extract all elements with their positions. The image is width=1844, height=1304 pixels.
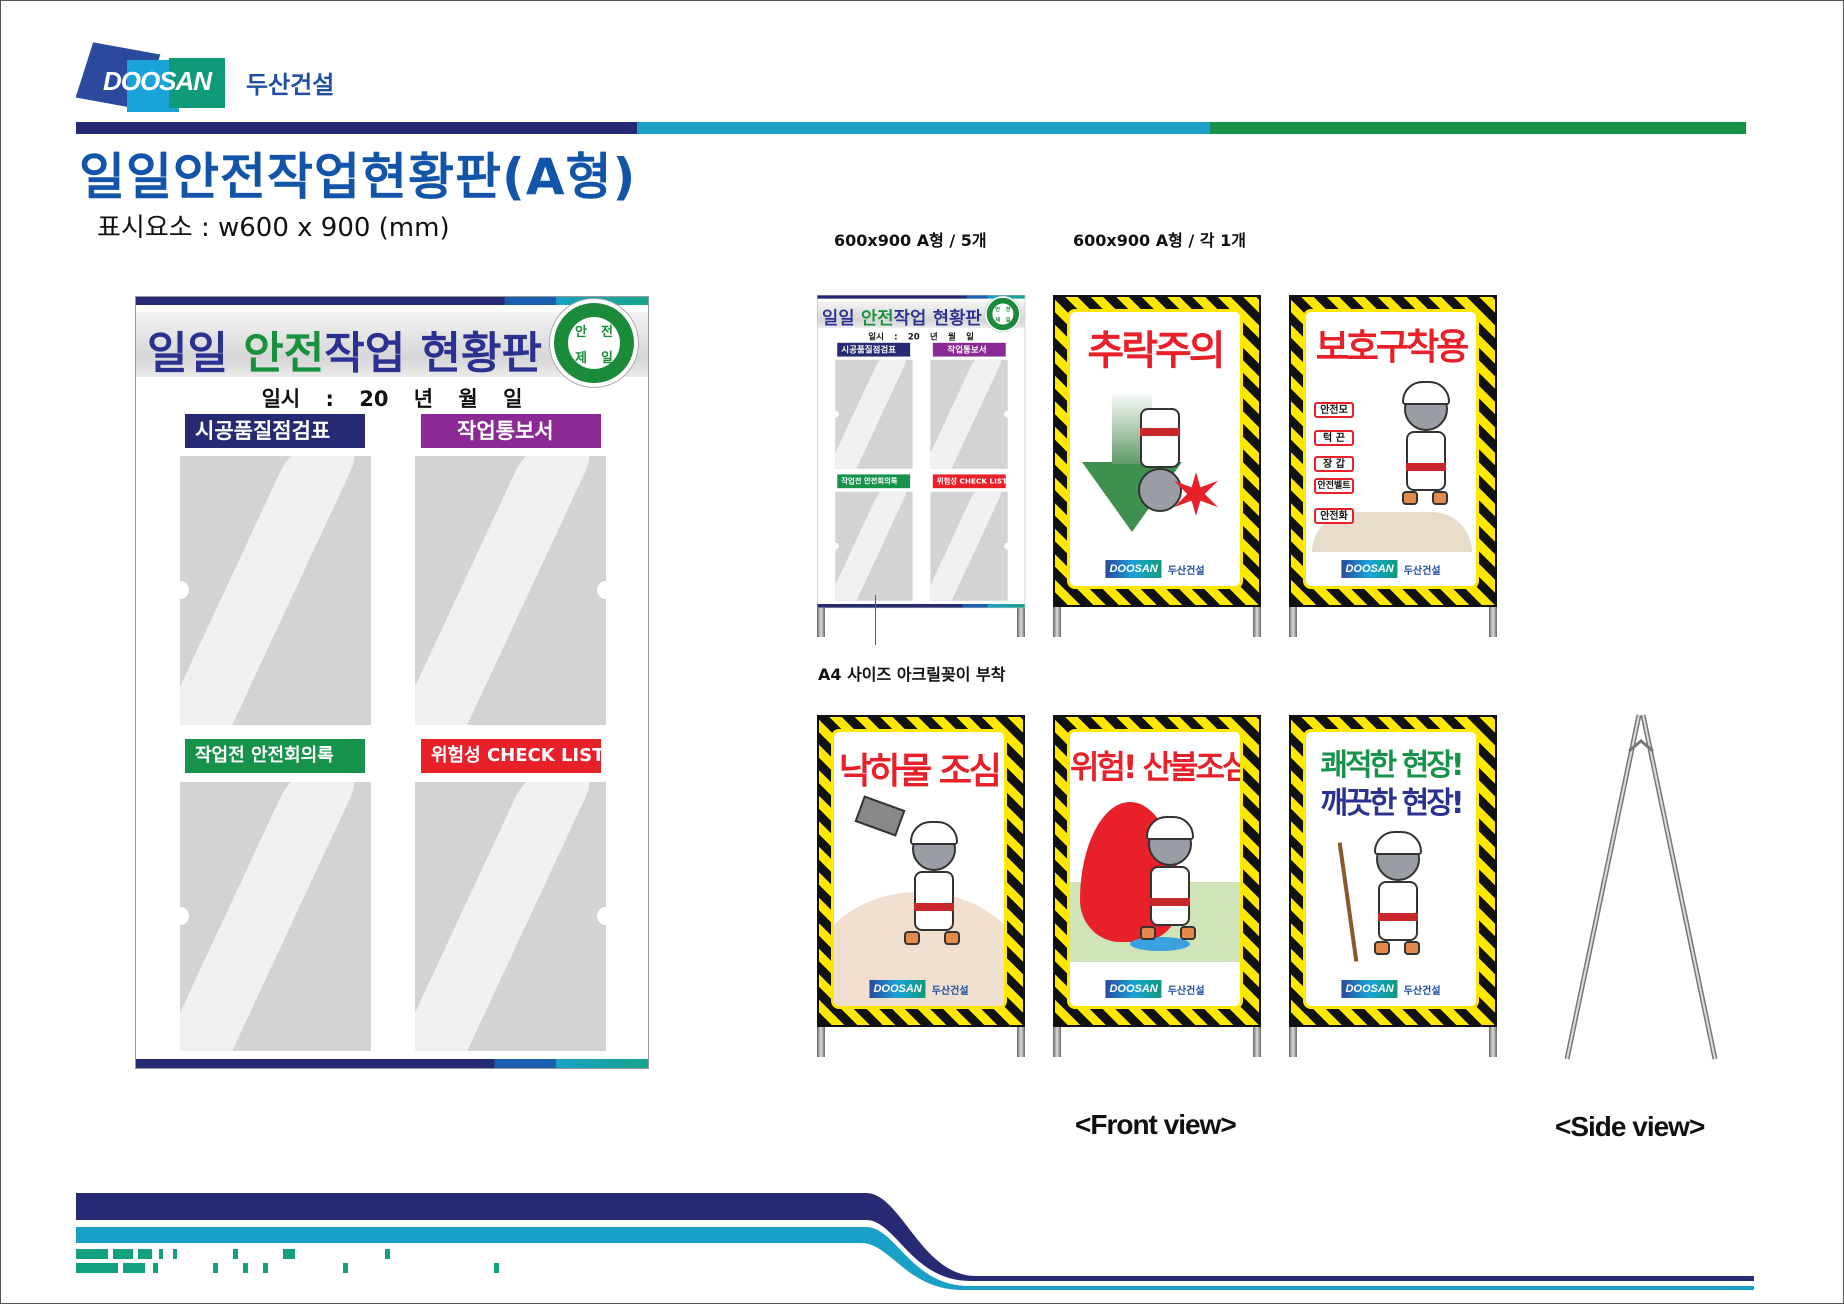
sign-title: 보호구착용 (1315, 327, 1470, 368)
sign-title: 쾌적한 현장! (1320, 748, 1464, 783)
sign-title-2: 깨끗한 현장! (1320, 786, 1464, 821)
sign-title: 추락주의 (1087, 328, 1225, 374)
callout-safety-belt: 안전벨트 (1314, 478, 1354, 494)
brand-name: 두산건설 (246, 71, 335, 99)
mascot-illustration (904, 821, 964, 957)
callout-helmet: 안전모 (1314, 402, 1354, 418)
callout-safety-shoes: 안전화 (1314, 508, 1354, 524)
tag-risk-checklist: 위험성 CHECK LIST (421, 739, 601, 773)
header-color-bar (76, 122, 1746, 134)
a4-holder (180, 456, 371, 725)
a4-holder (180, 782, 371, 1051)
tag-safety-meeting: 작업전 안전회의록 (185, 739, 365, 773)
mascot-illustration (1368, 831, 1428, 967)
steel-beam-icon (854, 795, 906, 837)
logo-text: DOOSAN (102, 66, 212, 96)
footer-decoration (76, 1193, 1754, 1290)
dimensions-text: 표시요소 : w600 x 900 (mm) (97, 213, 450, 243)
side-view-stand (1564, 714, 1718, 1060)
mascot-illustration (1130, 382, 1190, 512)
a4-holder (415, 456, 606, 725)
page-title: 일일안전작업현황판(A형) (79, 148, 637, 206)
a4-holder (415, 782, 606, 1051)
tag-quality-check: 시공품질점검표 (185, 414, 365, 448)
callout-gloves: 장 갑 (1314, 456, 1354, 472)
label-board-qty: 600x900 A형 / 5개 (834, 231, 987, 250)
board-title: 일일 안전작업 현황판 (147, 328, 542, 379)
a4-holder-note: A4 사이즈 아크릴꽂이 부착 (818, 665, 1006, 684)
mascot-illustration (1396, 381, 1456, 517)
side-view-label: <Side view> (1555, 1111, 1705, 1142)
front-view-label: <Front view> (1075, 1109, 1237, 1140)
sign-title: 위험! 산불조심 (1070, 748, 1243, 786)
callout-chin-strap: 턱 끈 (1314, 430, 1354, 446)
doosan-logo: DOOSAN (75, 42, 227, 114)
sign-title: 낙하물 조심 (838, 751, 1002, 792)
mop-icon (1337, 842, 1359, 962)
label-sign-qty: 600x900 A형 / 각 1개 (1073, 231, 1246, 250)
date-line: 일시 : 20 년 월 일 (261, 387, 523, 411)
mascot-illustration (1140, 816, 1200, 952)
tag-work-notice: 작업통보서 (421, 414, 601, 448)
